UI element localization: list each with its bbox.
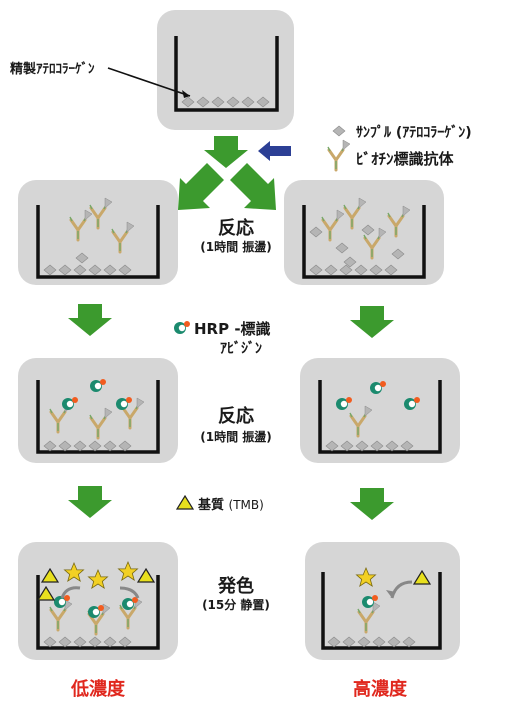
green-arrow-left-diagonal: [178, 163, 224, 210]
green-arrow-high-2: [350, 488, 394, 520]
substrate-text: 基質: [198, 498, 225, 513]
green-arrow-low-2: [68, 486, 112, 518]
step1-detail: (1時間 振盪): [200, 240, 272, 254]
substrate-label: 基質 (TMB): [198, 494, 264, 513]
label-pointer-arrow: [107, 67, 191, 98]
step1-title: 反応: [218, 218, 254, 239]
color-development-title: 発色: [218, 576, 254, 597]
high-concentration-label: 高濃度: [353, 679, 407, 700]
substrate-tmb-text: (TMB): [228, 498, 264, 512]
well-high-step2: [300, 358, 460, 463]
well-high-color: [305, 542, 460, 660]
sample-diamond-icon: [332, 125, 346, 137]
green-arrow-down-center: [204, 136, 248, 168]
green-arrow-low-1: [68, 304, 112, 336]
legend-biotin-antibody-label: ﾋﾞｵﾁﾝ標識抗体: [356, 150, 454, 168]
legend-sample-label: ｻﾝﾌﾟﾙ (ｱﾃﾛｺﾗｰｹﾞﾝ): [356, 125, 472, 141]
hrp-avidin-icon: [174, 321, 190, 334]
substrate-triangle-icon: [176, 495, 194, 510]
curved-arrow-icon: [386, 580, 413, 599]
low-concentration-label: 低濃度: [71, 679, 125, 700]
hrp-line1-label: HRP -標識: [194, 320, 271, 338]
well-low-color: [18, 542, 178, 660]
biotin-antibody-icon: [326, 138, 352, 172]
well-low-step1: [18, 180, 178, 285]
curved-arrow-icon: [60, 586, 140, 599]
green-arrow-high-1: [350, 306, 394, 338]
step2-detail: (1時間 振盪): [200, 430, 272, 444]
color-development-detail: (15分 静置): [202, 598, 270, 612]
hrp-line2-label: ｱﾋﾞｼﾞﾝ: [220, 341, 262, 357]
well-low-step2: [18, 358, 178, 463]
purified-atelocollagen-label: 精製ｱﾃﾛｺﾗｰｹﾞﾝ: [10, 62, 95, 77]
step2-title: 反応: [218, 406, 254, 427]
well-high-step1: [284, 180, 444, 285]
green-arrow-right-diagonal: [230, 163, 276, 210]
top-well: [157, 10, 294, 130]
blue-arrow-icon: [258, 141, 291, 161]
